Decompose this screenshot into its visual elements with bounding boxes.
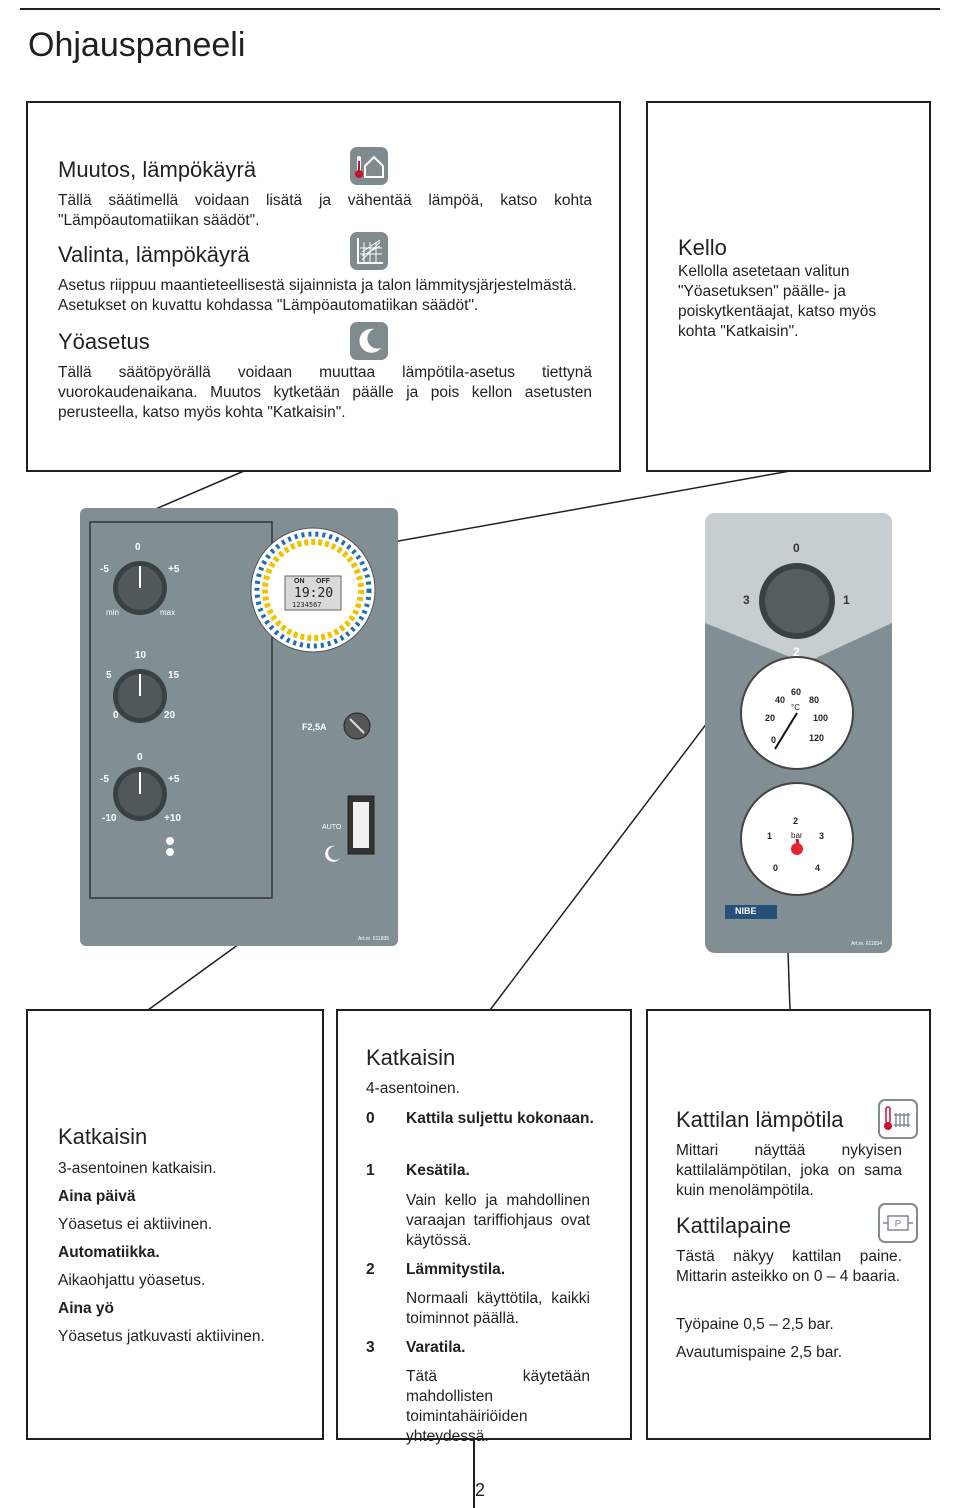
clock-days-display: 1234567 (292, 601, 322, 609)
thermo-tick-60: 60 (791, 687, 802, 697)
heading-switch-4pos: Katkaisin (366, 1045, 456, 1070)
switch-4pos-text-1: Vain kello ja mahdollinen varaajan tarif… (406, 1192, 590, 1249)
pressure-tick-3: 3 (819, 831, 825, 841)
heat-curve-icon (350, 232, 388, 270)
box-clock: Kello Kellolla asetetaan valitun "Yöaset… (646, 101, 931, 472)
box-switch-3pos: Katkaisin 3-asentoinen katkaisin. Aina p… (26, 1009, 324, 1440)
switch-auto-label: AUTO (322, 824, 342, 831)
top-rule (20, 8, 940, 10)
dial3-bottom-right-label: +10 (164, 813, 181, 824)
pressure-unit: bar (791, 831, 803, 840)
dial2-bottom-left-label: 0 (113, 710, 119, 721)
switch-3pos-item2-title: Automatiikka. (58, 1244, 160, 1261)
pressure-tick-0: 0 (773, 863, 779, 873)
pressure-tick-2: 2 (793, 816, 799, 826)
switch-4pos-title-1: Kesätila. (406, 1162, 470, 1179)
heading-clock: Kello (678, 235, 727, 260)
clock-off-label: OFF (316, 578, 330, 585)
dial2-bottom-right-label: 20 (164, 710, 176, 721)
switch-pos-0: 0 (793, 541, 800, 555)
text-clock: Kellolla asetetaan valitun "Yöasetuksen"… (678, 263, 877, 340)
heading-night-setting: Yöasetus (58, 329, 150, 354)
clock-time-display: 19:20 (294, 586, 334, 601)
pressure-tick-4: 4 (815, 863, 821, 873)
switch-4pos-num-2: 2 (366, 1261, 375, 1278)
bottom-rule (473, 1440, 475, 1508)
box-heat-settings: Muutos, lämpökäyrä Tällä säätimellä void… (26, 101, 621, 472)
box-boiler-gauges: Kattilan lämpötila Mittari näyttää nykyi… (646, 1009, 931, 1440)
heading-boiler-pressure: Kattilapaine (676, 1213, 791, 1238)
moon-icon (350, 322, 388, 360)
switch-3pos-item3-title: Aina yö (58, 1300, 114, 1317)
text-night-setting: Tällä säätöpyörällä voidaan muuttaa lämp… (58, 364, 592, 421)
page-title: Ohjauspaneeli (28, 26, 246, 64)
thermometer-house-icon (350, 147, 388, 185)
thermo-tick-100: 100 (813, 713, 829, 723)
dial2-right-label: 15 (168, 670, 180, 681)
boiler-pressure-icon: P (878, 1203, 918, 1243)
heading-heat-curve-change: Muutos, lämpökäyrä (58, 157, 257, 182)
thermo-tick-20: 20 (765, 713, 776, 723)
control-panel-right: 0 3 1 2 °C 0 20 40 60 80 100 120 bar 0 1… (705, 513, 892, 953)
switch-4pos-text-3: Tätä käytetään mahdollisten toimintahäir… (406, 1368, 590, 1445)
brand-logo: NIBE (735, 906, 757, 916)
svg-text:P: P (895, 1219, 902, 1230)
dial1-left-label: -5 (100, 564, 109, 575)
dial1-max-label: max (160, 608, 176, 617)
switch-3pos-item1-text: Yöasetus ei aktiivinen. (58, 1216, 213, 1233)
dial3-top-label: 0 (137, 752, 143, 763)
switch-4pos-title-3: Varatila. (406, 1339, 466, 1356)
text-boiler-temp: Mittari näyttää nykyisen kattilalämpötil… (676, 1142, 902, 1199)
switch-4pos-num-0: 0 (366, 1110, 375, 1127)
dial3-left-label: -5 (100, 774, 109, 785)
thermo-tick-80: 80 (809, 695, 820, 705)
switch-4pos-num-3: 3 (366, 1339, 375, 1356)
dial2-top-label: 10 (135, 650, 147, 661)
dial1-right-label: +5 (168, 564, 180, 575)
dial1-top-label: 0 (135, 542, 141, 553)
switch-3pos-item3-text: Yöasetus jatkuvasti aktiivinen. (58, 1328, 265, 1345)
thermo-tick-120: 120 (809, 733, 825, 743)
switch-pos-2: 2 (793, 645, 800, 659)
dial3-bottom-left-label: -10 (102, 813, 117, 824)
text-boiler-pressure: Tästä näkyy kattilan paine. Mittarin ast… (676, 1248, 902, 1285)
text-heat-curve-change: Tällä säätimellä voidaan lisätä ja vähen… (58, 192, 592, 229)
right-panel-art-no: Art.nr. 611834 (851, 941, 883, 947)
text-switch-3pos-intro: 3-asentoinen katkaisin. (58, 1160, 217, 1177)
control-panel-left: 0 -5 +5 min max 10 5 15 0 20 0 -5 +5 -10… (80, 508, 398, 946)
thermo-tick-40: 40 (775, 695, 786, 705)
switch-3pos-item1-title: Aina päivä (58, 1188, 136, 1205)
text-working-pressure: Työpaine 0,5 – 2,5 bar. (676, 1316, 834, 1333)
thermo-tick-0: 0 (771, 735, 777, 745)
switch-4pos-text-2: Normaali käyttötila, kaikki toiminnot pä… (406, 1290, 590, 1327)
dial1-min-label: min (106, 608, 119, 617)
switch-4pos-title-0: Kattila suljettu kokonaan. (406, 1110, 594, 1127)
switch-pos-1: 1 (843, 593, 850, 607)
fuse-label: F2,5A (302, 722, 327, 732)
heading-boiler-temp: Kattilan lämpötila (676, 1107, 844, 1132)
text-heat-curve-select: Asetus riippuu maantieteellisestä sijain… (58, 277, 577, 314)
dial3-right-label: +5 (168, 774, 180, 785)
clock-on-label: ON (294, 578, 305, 585)
text-opening-pressure: Avautumispaine 2,5 bar. (676, 1344, 843, 1361)
switch-pos-3: 3 (743, 593, 750, 607)
page-number: 2 (474, 1480, 485, 1500)
dial2-left-label: 5 (106, 670, 112, 681)
switch-4pos-title-2: Lämmitystila. (406, 1261, 506, 1278)
pressure-tick-1: 1 (767, 831, 773, 841)
switch-4pos-num-1: 1 (366, 1162, 375, 1179)
left-panel-art-no: Art.nr. 611835 (358, 936, 390, 942)
switch-3pos-item2-text: Aikaohjattu yöasetus. (58, 1272, 206, 1289)
boiler-temperature-icon (878, 1099, 918, 1139)
text-switch-4pos-intro: 4-asentoinen. (366, 1080, 460, 1097)
box-switch-4pos: Katkaisin 4-asentoinen. 0 Kattila suljet… (336, 1009, 632, 1445)
heading-heat-curve-select: Valinta, lämpökäyrä (58, 242, 250, 267)
heading-switch-3pos: Katkaisin (58, 1124, 148, 1149)
thermo-unit: °C (791, 703, 800, 712)
